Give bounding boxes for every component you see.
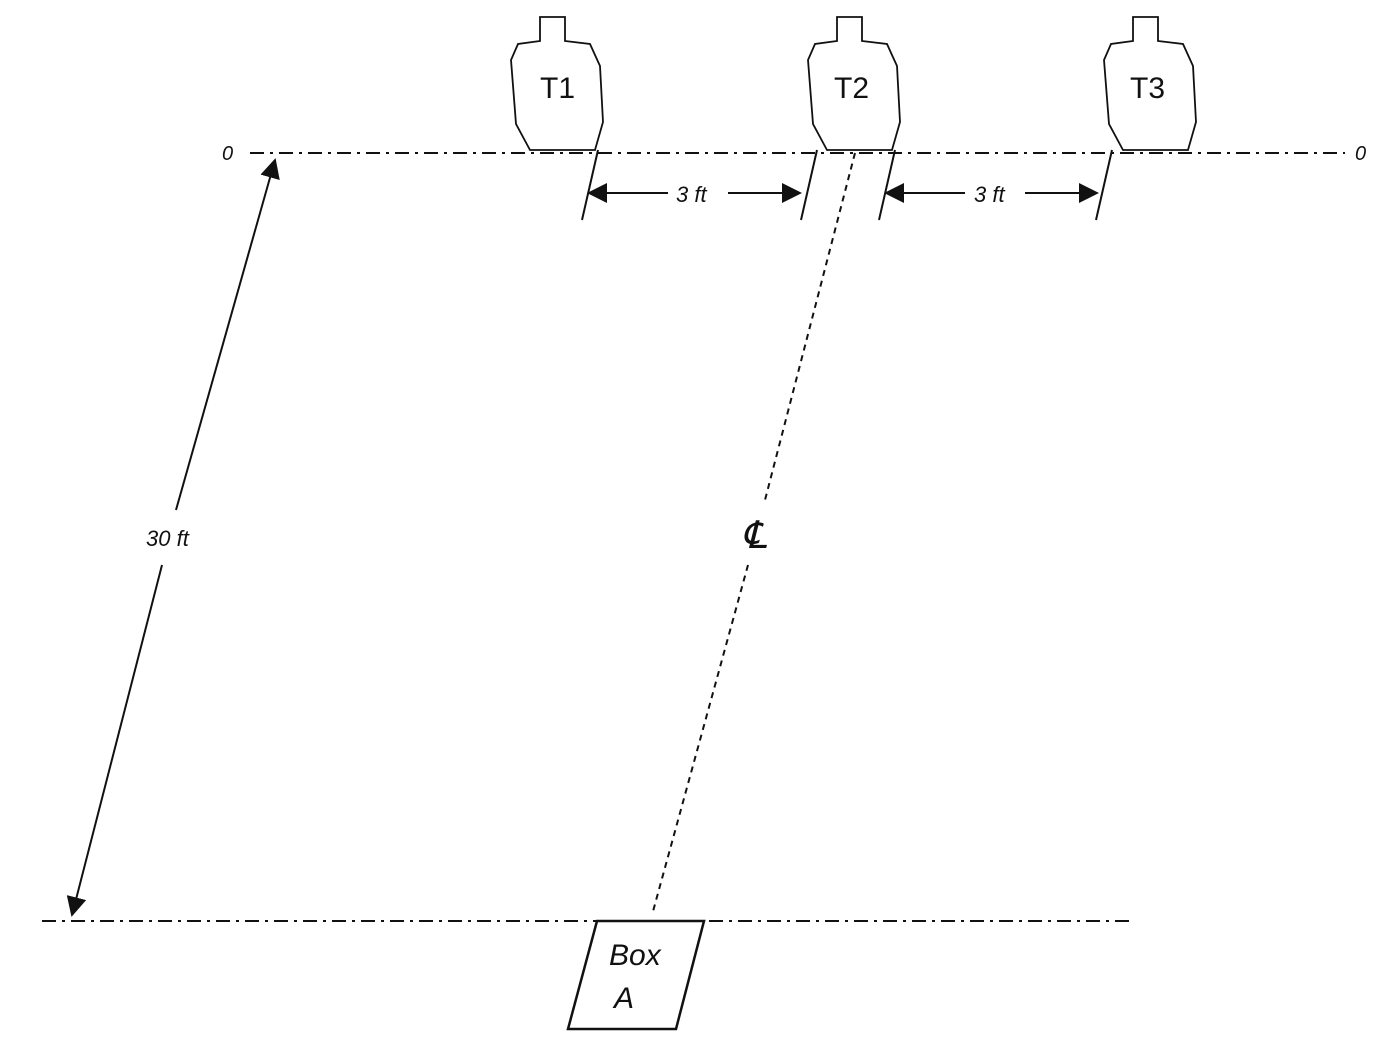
target-t2: T2 xyxy=(807,16,901,151)
distance-arrow-upper xyxy=(175,158,280,511)
spacing-extension-line xyxy=(878,149,896,221)
distance-label: 30 ft xyxy=(146,526,190,551)
spacing-label-1: 3 ft xyxy=(676,182,707,207)
centerline-lower xyxy=(651,564,749,916)
zero-label-left: 0 xyxy=(222,143,233,165)
shooting-box-a: Box A xyxy=(566,919,706,1031)
spacing-extension-line xyxy=(800,149,818,221)
centerline-upper xyxy=(764,152,856,501)
target-t1-label: T1 xyxy=(540,72,575,105)
spacing-extension-line xyxy=(1095,149,1113,221)
target-t1: T1 xyxy=(510,16,604,151)
distance-arrow-lower xyxy=(66,564,163,917)
centerline-symbol: ℄ xyxy=(742,513,767,557)
zero-label-right: 0 xyxy=(1355,143,1366,165)
target-t3: T3 xyxy=(1103,16,1197,151)
target-t3-label: T3 xyxy=(1130,72,1165,105)
spacing-extension-line xyxy=(581,149,599,221)
spacing-label-2: 3 ft xyxy=(974,182,1005,207)
target-t2-label: T2 xyxy=(834,72,869,105)
box-label-line1: Box xyxy=(609,939,662,972)
box-label-line2: A xyxy=(612,982,634,1015)
